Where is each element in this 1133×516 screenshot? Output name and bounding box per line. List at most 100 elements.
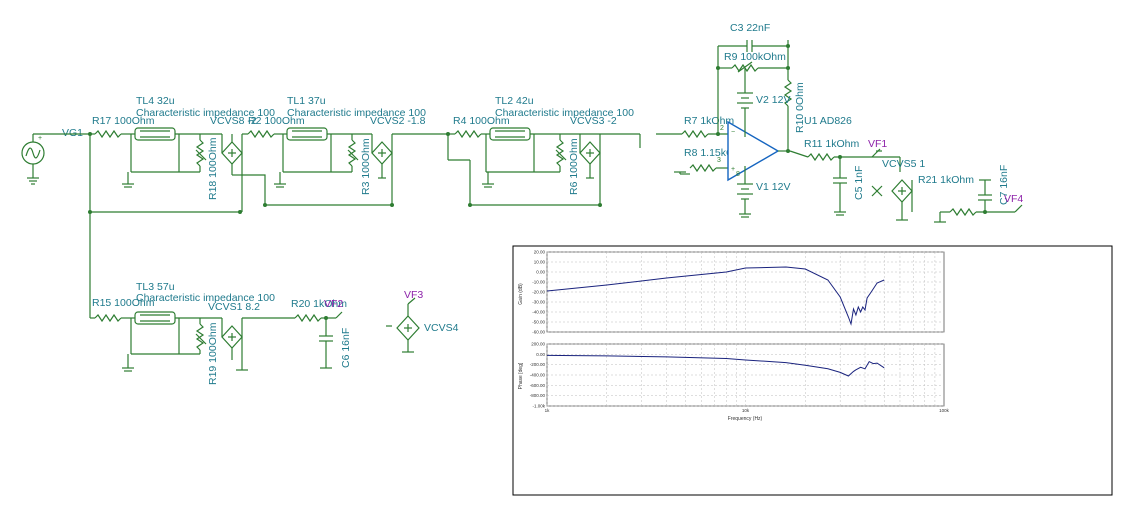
- signal-generator-vg1[interactable]: +: [21, 134, 45, 185]
- label-vf2: VF2: [324, 298, 343, 310]
- x-tick-label: 100k: [939, 408, 950, 413]
- pin-8: 8: [736, 171, 740, 178]
- label-vcvs3: VCVS3 -2: [570, 115, 617, 127]
- label-tl2-impedance: Characteristic impedance 100: [495, 107, 634, 119]
- vcvs-vcvs5[interactable]: [871, 156, 913, 221]
- transmission-line-tl4[interactable]: [122, 127, 200, 188]
- resistor-r21[interactable]: [934, 208, 1015, 223]
- label-r18: R18 100Ohm: [207, 137, 219, 200]
- svg-text:+: +: [38, 135, 42, 142]
- capacitor-c3[interactable]: [718, 40, 788, 52]
- gain-ytick-label: 10.00: [534, 260, 546, 265]
- label-r3: R3 100Ohm: [360, 138, 372, 195]
- resistor-r18[interactable]: [195, 134, 207, 172]
- capacitor-c5[interactable]: [833, 157, 847, 216]
- label-u1: U1 AD826: [804, 115, 852, 127]
- phase-ytick-label: -600.00: [530, 383, 546, 388]
- vcvs-vcvs1[interactable]: [221, 317, 295, 371]
- label-r7: R7 1kOhm: [684, 115, 734, 127]
- label-tl1-impedance: Characteristic impedance 100: [287, 107, 426, 119]
- label-vcvs4: VCVS4: [424, 322, 459, 334]
- label-r20: R20 1kOhm: [291, 298, 347, 310]
- resistor-r9[interactable]: [718, 61, 788, 73]
- svg-text:+: +: [731, 166, 735, 173]
- phase-ytick-label: 0.00: [536, 352, 545, 357]
- transmission-line-tl2[interactable]: [482, 127, 560, 188]
- phase-ytick-label: 200.00: [531, 342, 545, 347]
- gain-ytick-label: 0.00: [536, 270, 545, 275]
- label-v2: V2 12V: [756, 94, 790, 106]
- resistor-r6[interactable]: [555, 134, 567, 172]
- transmission-line-tl1[interactable]: [274, 127, 352, 188]
- label-c6: C6 16nF: [340, 328, 352, 368]
- x-tick-label: 10k: [742, 408, 750, 413]
- phase-ytick-label: -400.00: [530, 373, 546, 378]
- resistor-r2[interactable]: [247, 130, 287, 138]
- resistor-r20[interactable]: [294, 314, 336, 322]
- label-r2: R2 100Ohm: [248, 115, 305, 127]
- vcvs-vcvs3[interactable]: [579, 134, 601, 205]
- resistor-r8[interactable]: [674, 164, 728, 175]
- gain-ytick-label: -20.00: [532, 290, 545, 295]
- gain-trace: [546, 266, 885, 326]
- gain-plot: 20.0010.000.00-10.00-20.00-30.00-40.00-5…: [518, 250, 945, 335]
- label-r10: R10 0Ohm: [794, 82, 806, 133]
- opamp-u1[interactable]: − +: [727, 120, 790, 182]
- resistor-r10[interactable]: [784, 79, 792, 151]
- battery-v1[interactable]: [737, 166, 753, 218]
- label-c3: C3 22nF: [730, 22, 770, 34]
- label-v1: V1 12V: [756, 181, 790, 193]
- label-tl3: TL3 57u: [136, 281, 175, 293]
- gain-ytick-label: -50.00: [532, 320, 545, 325]
- resistor-r19[interactable]: [195, 318, 207, 354]
- resistor-r3[interactable]: [347, 134, 359, 172]
- gain-ytick-label: -10.00: [532, 280, 545, 285]
- label-vg1: VG1: [62, 127, 83, 139]
- label-vf4: VF4: [1004, 193, 1023, 205]
- resistor-r4[interactable]: [448, 130, 490, 138]
- label-r11: R11 1kOhm: [804, 138, 859, 150]
- resistor-r17[interactable]: [90, 130, 135, 138]
- label-r17: R17 100Ohm: [92, 115, 155, 127]
- phase-plot: 200.00 0.00 -200.00 -400.00 -600.00 -800.00 -1…: [518, 342, 945, 409]
- label-vf1: VF1: [868, 138, 887, 150]
- resistor-r15[interactable]: [90, 314, 135, 322]
- label-tl4-impedance: Characteristic impedance 100: [136, 107, 275, 119]
- voltage-probe-vf2[interactable]: [335, 311, 343, 319]
- resistor-r11[interactable]: [789, 150, 872, 161]
- label-tl1: TL1 37u: [287, 95, 326, 107]
- vcvs-vcvs8[interactable]: [221, 134, 243, 212]
- transmission-line-tl3[interactable]: [122, 311, 200, 372]
- x-tick-label: 1k: [545, 408, 551, 413]
- label-vcvs8: VCVS8 -2: [210, 115, 257, 127]
- capacitor-c7[interactable]: [978, 179, 992, 212]
- label-vf3: VF3: [404, 289, 423, 301]
- label-tl4: TL4 32u: [136, 95, 175, 107]
- label-r15: R15 100Ohm: [92, 297, 155, 309]
- frequency-axis-label: Frequency (Hz): [728, 416, 763, 422]
- label-r9: R9 100kOhm: [724, 51, 786, 63]
- label-vcvs2: VCVS2 -1.8: [370, 115, 426, 127]
- label-c7: C7 16nF: [998, 165, 1010, 205]
- label-tl2: TL2 42u: [495, 95, 534, 107]
- phase-trace: [546, 354, 885, 377]
- phase-axis-label: Phase [deg]: [518, 362, 524, 389]
- label-r6: R6 100Ohm: [568, 138, 580, 195]
- voltage-probe-vf1[interactable]: [871, 148, 882, 158]
- label-r4: R4 100Ohm: [453, 115, 510, 127]
- vcvs-vcvs2[interactable]: [371, 134, 393, 205]
- vcvs-vcvs4[interactable]: [386, 297, 420, 353]
- gain-ytick-label: 20.00: [534, 250, 546, 255]
- label-r21: R21 1kOhm: [918, 174, 974, 186]
- voltage-probe-vf4[interactable]: [1014, 204, 1023, 213]
- gain-ytick-label: -40.00: [532, 310, 545, 315]
- label-vcvs5: VCVS5 1: [882, 158, 925, 170]
- phase-ytick-label: -200.00: [530, 362, 546, 367]
- capacitor-c6[interactable]: [319, 318, 333, 369]
- phase-ytick-label: -1.00k: [532, 404, 545, 409]
- label-tl3-impedance: Characteristic impedance 100: [136, 292, 275, 304]
- phase-ytick-label: -800.00: [530, 393, 546, 398]
- label-r19: R19 100Ohm: [207, 322, 219, 385]
- battery-v2[interactable]: [737, 68, 753, 137]
